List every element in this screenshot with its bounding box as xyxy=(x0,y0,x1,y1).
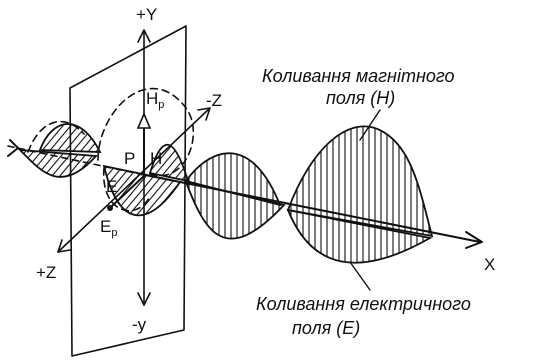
electric-lobe-3 xyxy=(184,180,286,240)
magnetic-dashed-loop xyxy=(97,87,195,177)
magnetic-lobe-1 xyxy=(38,123,102,153)
electric-dashed-loop xyxy=(103,167,151,212)
ep-point xyxy=(107,205,113,211)
caption-electric-pointer xyxy=(349,261,371,291)
magnetic-lobe-4 xyxy=(286,125,434,238)
z-axis-arrow-minus xyxy=(197,107,211,121)
caption-magnetic-line1: Коливання магнітного xyxy=(262,66,455,86)
label-minus-z: -Z xyxy=(206,91,222,110)
h-vector-arrowhead xyxy=(136,111,152,129)
electric-lobe-1 xyxy=(17,148,98,178)
label-hp: Hp xyxy=(146,89,164,111)
electric-wave xyxy=(17,148,433,264)
label-ep: Ep xyxy=(100,217,117,239)
label-minus-y: -y xyxy=(132,315,147,334)
z-axis-arrow-plus xyxy=(57,239,71,253)
caption-magnetic-pointer xyxy=(359,109,381,141)
z-axis xyxy=(57,107,211,253)
caption-electric-line1: Коливання електричного xyxy=(256,294,471,314)
label-e: E xyxy=(106,177,117,196)
polarization-plane xyxy=(69,25,187,357)
magnetic-wave xyxy=(27,87,434,238)
label-h: H xyxy=(150,149,162,168)
magnetic-dashed-back xyxy=(27,120,85,153)
label-plus-y: +Y xyxy=(136,5,157,24)
caption-electric-line2: поля (E) xyxy=(292,318,360,338)
magnetic-lobe-3 xyxy=(184,152,282,207)
x-axis-tail-arrow xyxy=(7,139,19,157)
x-axis xyxy=(139,173,481,243)
label-p: P xyxy=(124,149,135,168)
label-plus-z: +Z xyxy=(36,263,56,282)
x-axis-arrowhead xyxy=(465,231,483,249)
y-axis-arrow-up xyxy=(137,29,151,43)
label-x: X xyxy=(484,255,495,274)
y-axis-arrow-down xyxy=(137,292,151,306)
caption-magnetic-line2: поля (H) xyxy=(326,88,395,108)
e-vector xyxy=(111,175,145,207)
x-axis-dashed xyxy=(7,145,141,175)
electric-lobe-4 xyxy=(286,208,433,264)
